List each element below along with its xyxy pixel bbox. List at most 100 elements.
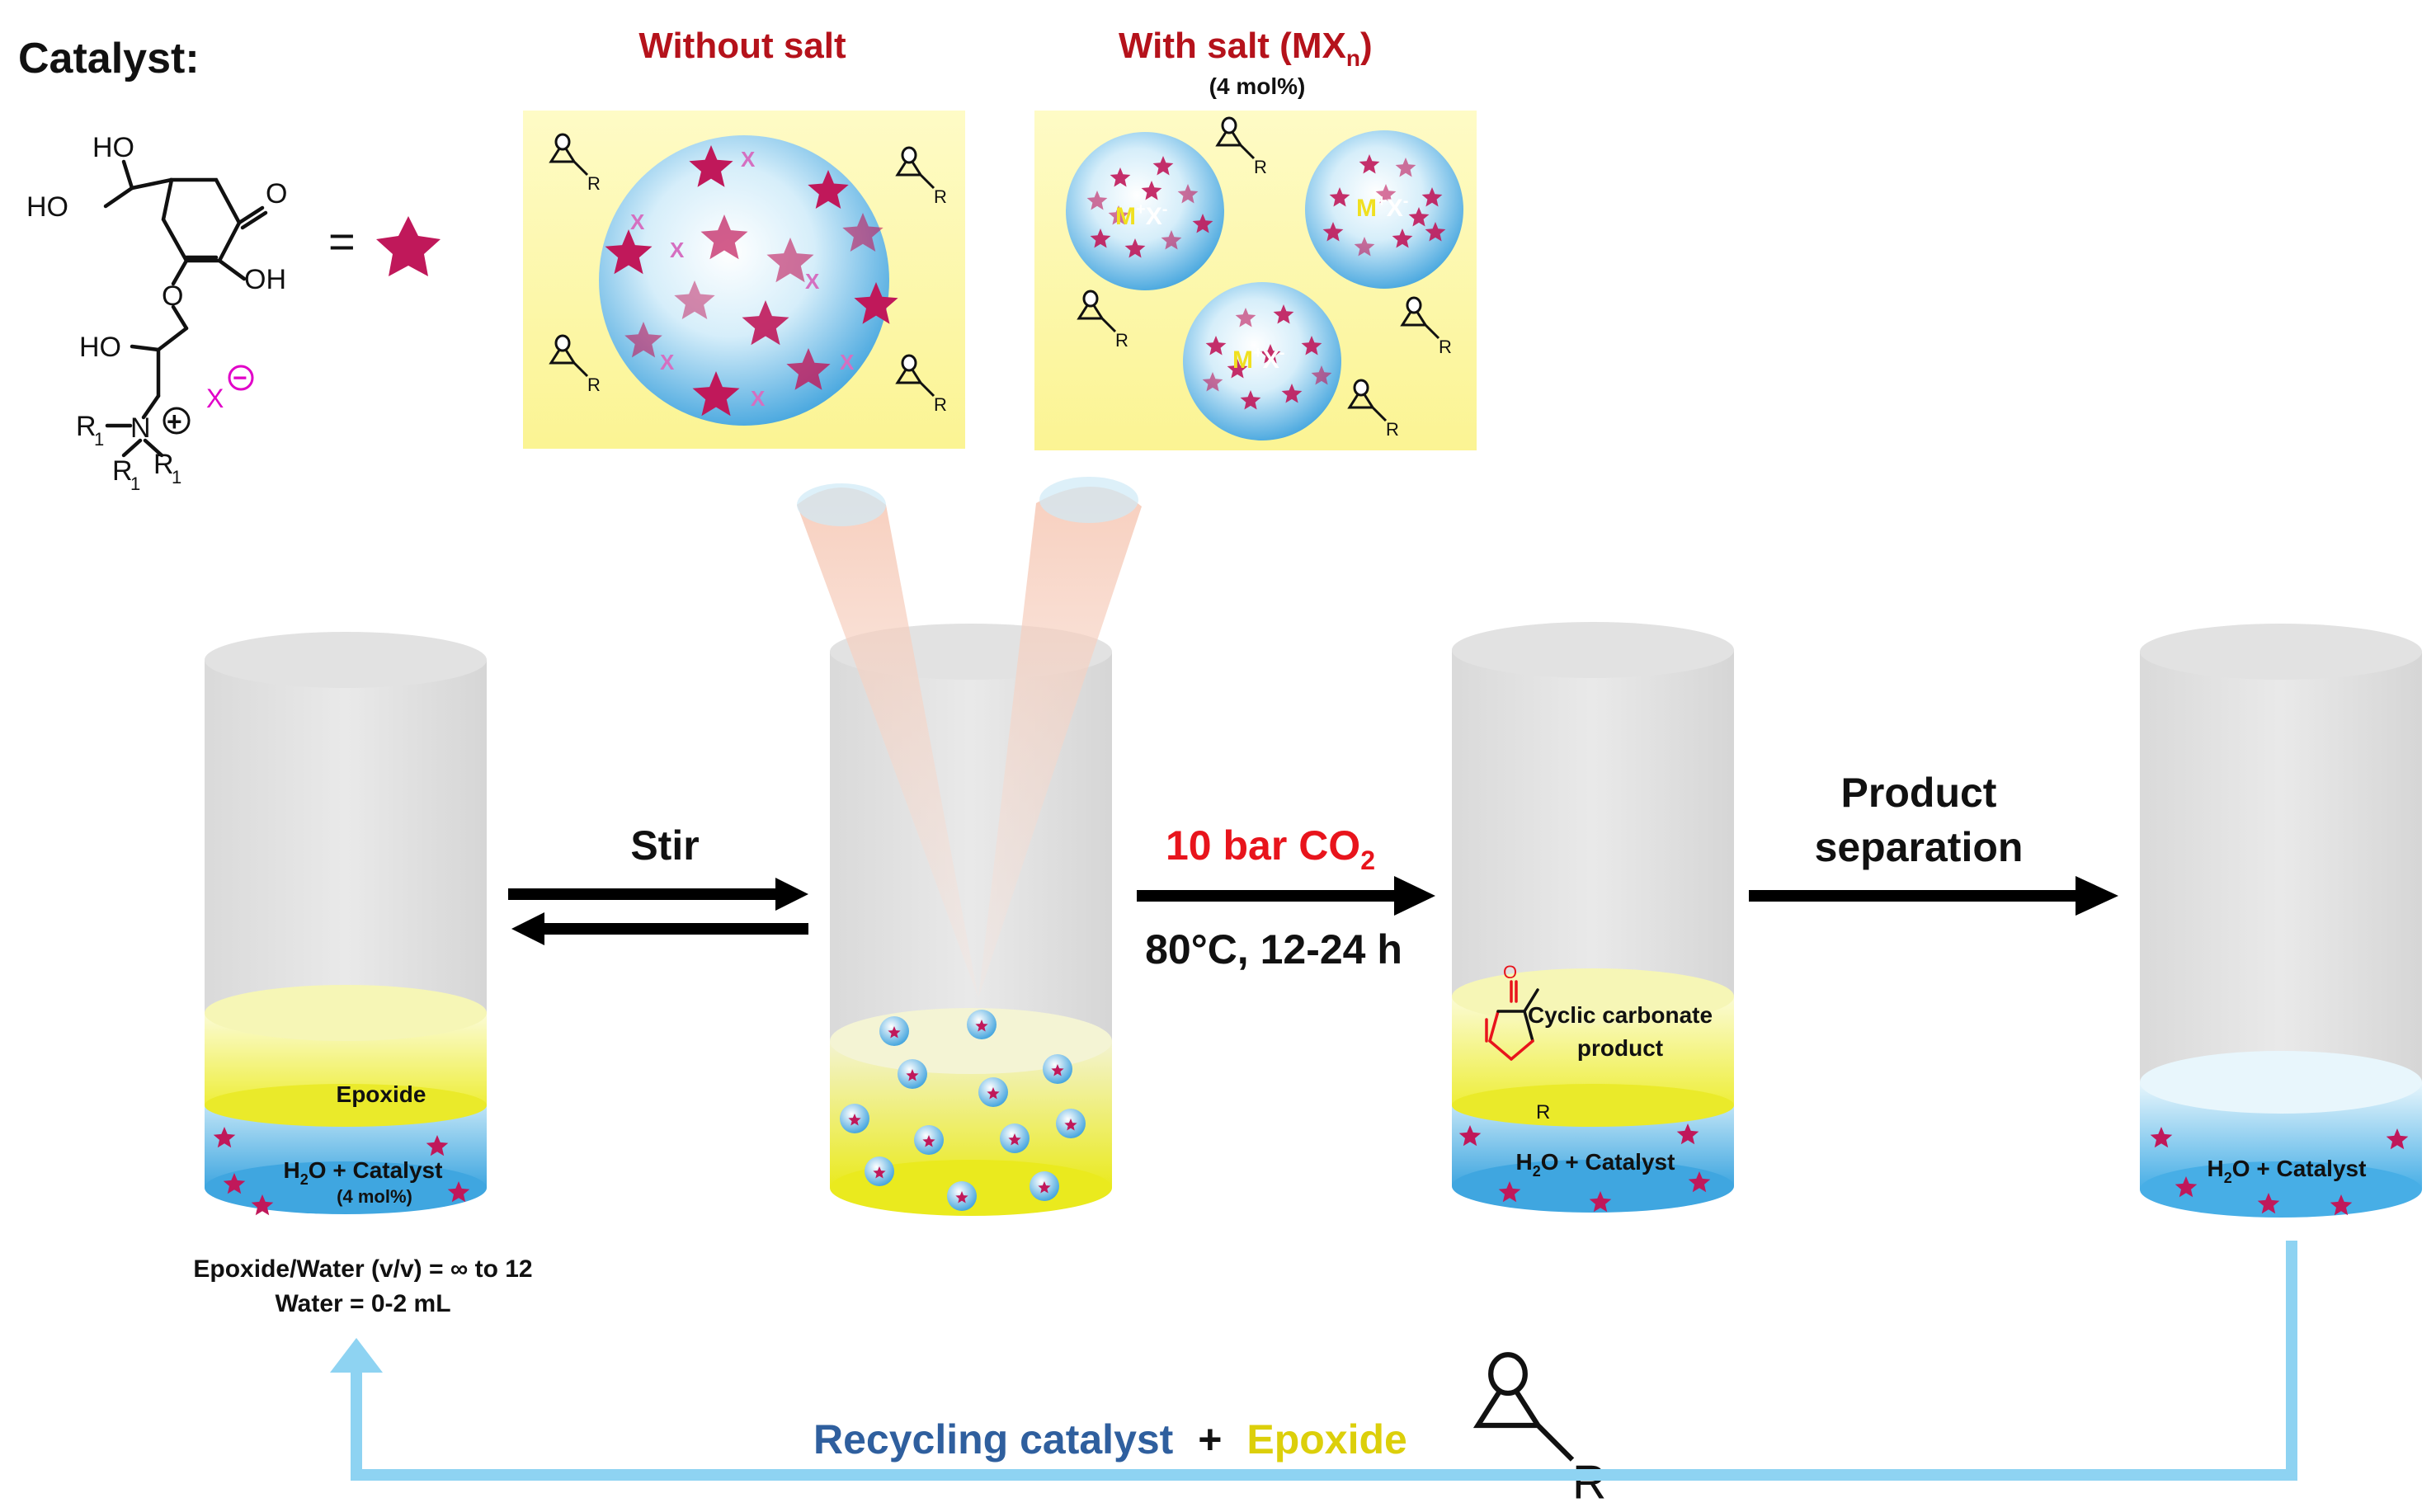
ammonium-charge-circle: [163, 407, 191, 435]
anion-x: X: [751, 386, 766, 411]
equals-sign: =: [328, 215, 356, 267]
catalyst-star-icon: [1192, 214, 1213, 233]
water-volume-note: Water = 0-2 mL: [275, 1290, 450, 1317]
with-salt-title: With salt (MXn): [1119, 26, 1373, 71]
catalyst-star-icon: [742, 300, 789, 346]
atom-r1-left: R: [76, 411, 97, 442]
catalyst-loading: (4 mol%): [337, 1186, 412, 1207]
recycle-label: Recycling catalyst + Epoxide: [813, 1416, 1407, 1463]
catalyst-star-icon: [213, 1127, 236, 1148]
water-layer-label: H2O + Catalyst: [2207, 1156, 2367, 1186]
panel-with-salt: With salt (MXn) (4 mol%) M+X- M+X- M+X-: [1034, 26, 1477, 450]
catalyst-star-icon: [848, 1114, 861, 1126]
epoxide-r-label: R: [1572, 1456, 1606, 1509]
droplet-anions: X X X X X X X: [630, 147, 855, 411]
cylinder-separated: H2O + Catalyst: [2140, 624, 2422, 1218]
epoxide-r-label: R: [1254, 157, 1267, 177]
catalyst-star-icon: [842, 213, 883, 252]
catalyst-star-icon: [1161, 230, 1182, 250]
catalyst-star-icon: [1676, 1123, 1699, 1145]
catalyst-star-icon: [1038, 1181, 1051, 1194]
catalyst-star-icon: [1152, 156, 1174, 176]
catalyst-star-icon: [674, 280, 715, 319]
counter-anion: X: [206, 384, 224, 413]
carbonate-o: O: [1503, 962, 1517, 982]
emulsion-droplets: [840, 1010, 1086, 1211]
catalyst-star-icon: [689, 145, 733, 187]
ammonium-charge: +: [167, 407, 182, 436]
catalyst-star-icon: [1392, 228, 1413, 248]
catalyst-star-icon: [786, 348, 831, 390]
epoxide-glyph: R: [1472, 1352, 1606, 1509]
catalyst-star-icon: [251, 1194, 274, 1216]
salt-ion-pair: M+X-: [1356, 192, 1408, 222]
catalyst-star-icon: [873, 1166, 886, 1179]
catalyst-star-icon: [1108, 205, 1129, 225]
zoom-cones: [797, 477, 1142, 998]
atom-o-ether: O: [162, 280, 183, 312]
epoxide-glyph: R: [549, 133, 601, 194]
catalyst-star-icon: [2257, 1193, 2280, 1214]
catalyst-star-icon: [1086, 191, 1108, 210]
conditions-label: 80°C, 12-24 h: [1145, 926, 1402, 973]
separation-arrow: [1749, 876, 2118, 916]
anion-x: X: [805, 269, 820, 294]
epoxide-r-label: R: [587, 374, 601, 395]
atom-r1-bottom-b-sub: 1: [172, 467, 181, 488]
catalyst-star-icon: [1064, 1119, 1077, 1131]
catalyst-star-icon: [692, 371, 740, 417]
epoxide-glyph: R: [1215, 116, 1267, 177]
droplet-catalyst-stars: [1086, 154, 1446, 410]
catalyst-star-icon: [1498, 1181, 1521, 1203]
panel-without-salt: Without salt X X X X X X X: [523, 26, 965, 449]
catalyst-star-icon: [1322, 222, 1344, 242]
water-layer-label: H2O + Catalyst: [284, 1157, 443, 1188]
atom-ho-left: HO: [26, 191, 68, 223]
large-droplet: [599, 135, 889, 426]
anion-x: X: [741, 147, 756, 172]
anion-charge: −: [233, 365, 247, 392]
atom-r1-bottom-b: R: [153, 449, 174, 480]
product-label-line2: product: [1577, 1035, 1663, 1061]
catalyst-stars: [213, 1127, 470, 1216]
separation-label-line1: Product: [1841, 770, 1997, 816]
catalyst-star-icon: [624, 322, 662, 358]
small-droplet: [1183, 282, 1341, 440]
anion-x: X: [630, 210, 645, 234]
co2-pressure-label: 10 bar CO2: [1166, 822, 1375, 875]
catalyst-star-icon: [2174, 1176, 2198, 1198]
catalyst-star-icon: [447, 1181, 470, 1203]
atom-r1-bottom-a-sub: 1: [130, 473, 140, 494]
salt-ion-pair: M+X-: [1232, 344, 1284, 374]
anion-x: X: [660, 350, 675, 374]
droplet-catalyst-stars: [605, 145, 898, 417]
catalyst-star-icon: [2386, 1128, 2409, 1150]
epoxide-glyph: R: [1347, 379, 1399, 440]
catalyst-star-icon: [605, 229, 653, 275]
catalyst-star-icon: [223, 1173, 246, 1194]
atom-ho-top: HO: [92, 132, 134, 163]
catalyst-star-icon: [1589, 1191, 1612, 1213]
epoxide-r-label: R: [1386, 419, 1399, 440]
atom-r1-left-sub: 1: [94, 429, 104, 450]
catalyst-star-icon: [1227, 359, 1248, 379]
catalyst-star-icon: [922, 1135, 935, 1147]
epoxide-r-label: R: [934, 186, 947, 207]
epoxide-r-label: R: [587, 173, 601, 194]
carboxylation-arrow: [1137, 876, 1435, 916]
catalyst-star-icon: [1240, 390, 1261, 410]
catalyst-star-icon: [766, 238, 814, 283]
ratio-note: Epoxide/Water (v/v) = ∞ to 12: [193, 1255, 532, 1283]
catalyst-star-icon: [975, 1020, 988, 1032]
epoxide-glyph: R: [1400, 296, 1452, 357]
catalyst-star-icon: [854, 282, 898, 324]
epoxide-r-label: R: [934, 394, 947, 415]
catalyst-star-icon: [1205, 336, 1227, 356]
epoxide-glyph: R: [1077, 290, 1128, 351]
catalyst-section: Catalyst: HO: [18, 35, 441, 494]
catalyst-star-icon: [376, 216, 441, 276]
catalyst-star-icon: [1395, 158, 1416, 177]
catalyst-star-icon: [1408, 207, 1430, 227]
catalyst-star-icon: [1235, 308, 1256, 327]
